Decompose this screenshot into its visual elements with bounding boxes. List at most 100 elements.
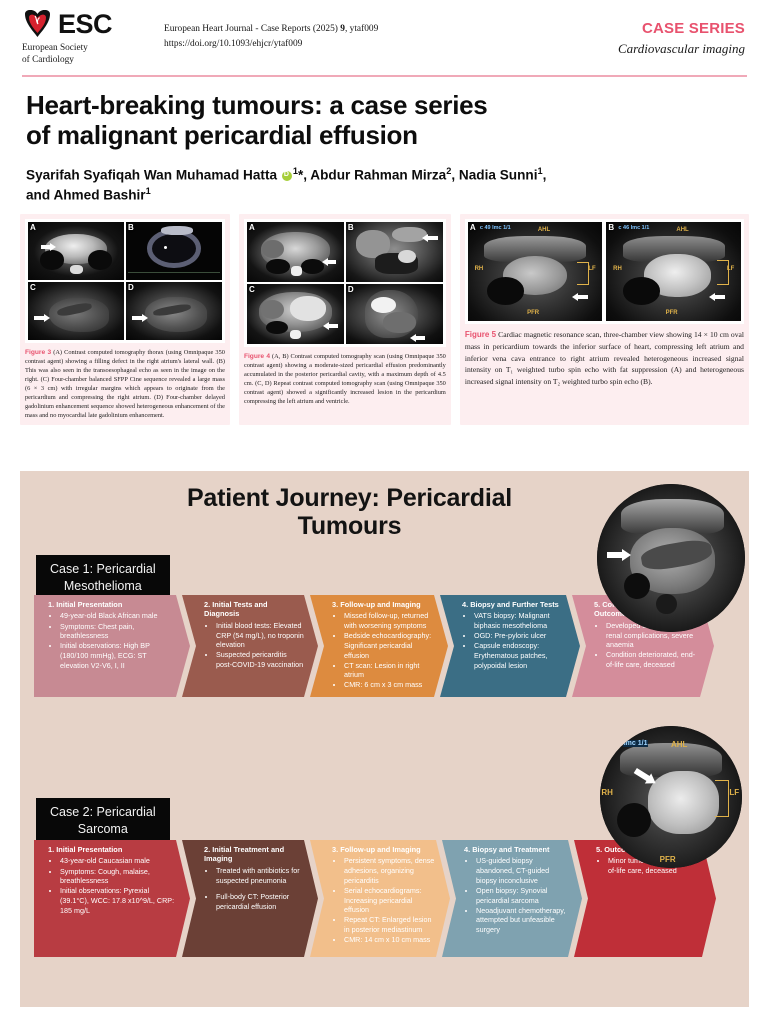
case-1-step-3[interactable]: 3. Follow-up and Imaging Missed follow-u… [310,595,448,697]
case-1-step-1[interactable]: 1. Initial Presentation 49-year-old Blac… [34,595,190,697]
step-bullet: Missed follow-up, returned with worsenin… [344,611,434,630]
series-annotation-b: c 46 Imc 1/1 [618,225,650,232]
scan-cmr-t1-a: A c 49 Imc 1/1 AHL RH LF PFR [467,222,603,322]
case-2-step-1[interactable]: 1. Initial Presentation 43-year-old Cauc… [34,840,190,957]
page-title: Heart-breaking tumours: a case series of… [26,90,743,151]
journal-volume: 9 [340,24,345,34]
figure-4-caption-text: (A, B) Contrast computed tomography scan… [243,353,446,406]
journal-ref-prefix: European Heart Journal - Case Reports (2… [164,24,341,34]
infographic-title: Patient Journey: Pericardial Tumours [20,471,749,540]
step-bullet: CT scan: Lesion in right atrium [344,661,434,680]
step-bullet: Suspected pericarditis post-COVID-19 vac… [216,650,304,669]
step-bullet: Open biopsy: Synovial pericardial sarcom… [476,886,568,905]
journal-reference: European Heart Journal - Case Reports (2… [150,10,532,51]
rh-label: RH [601,788,613,798]
figure-row: A B C [0,204,769,426]
step-title: 1. Initial Presentation [48,845,123,854]
step-bullet: OGD: Pre-pyloric ulcer [474,631,566,641]
pfr-label: PFR [659,854,676,864]
panel-label-a: A [248,223,255,233]
case-2-tag-line-1: Case 2: Pericardial [50,805,156,819]
panel-label-b: B [127,223,134,233]
step-bullet: Serial echocardiograms: Increasing peric… [344,886,436,915]
step-title: 4. Biopsy and Further Tests [462,600,559,609]
figure-5-card: A c 49 Imc 1/1 AHL RH LF PFR B [459,214,749,426]
step-title: 3. Follow-up and Imaging [332,845,421,854]
case-2-tag: Case 2: Pericardial Sarcoma [36,798,181,845]
figure-5-caption: Figure 5 Cardiac magnetic resonance scan… [465,329,744,387]
step-title: 4. Biopsy and Treatment [464,845,550,854]
article-type-label: CASE SERIES [641,20,745,37]
step-bullet: Full-body CT: Posterior pericardial effu… [216,892,304,911]
step-bullet: Initial blood tests: Elevated CRP (54 mg… [216,621,304,650]
step-title: 2. Initial Treatment and Imaging [204,845,285,864]
step-bullet: Initial observations: Pyrexial (39.1°C),… [60,886,176,915]
figure-4-card: A B [238,214,451,426]
case-2-step-3[interactable]: 3. Follow-up and Imaging Persistent symp… [310,840,450,957]
author-list: Syarifah Syafiqah Wan Muhamad Hatta 1*, … [26,165,743,204]
rh-label: RH [613,265,622,272]
pfr-label: PFR [527,310,540,317]
scan-ct-thorax-a: A [28,222,124,281]
journal-ref-suffix: , ytaf009 [344,24,379,34]
case-1-step-2[interactable]: 2. Initial Tests and Diagnosis Initial b… [182,595,318,697]
case-1-tag: Case 1: Pericardial Mesothelioma [36,555,191,602]
series-annotation: Imc 1/1 [622,740,649,748]
masthead: ESC European Society of Cardiology Europ… [0,0,769,66]
panel-label-b: B [608,223,615,233]
scan-echo-b: B [125,222,222,281]
title-line-2: of malignant pericardial effusion [26,120,418,151]
step-bullet: Persistent symptoms, dense adhesions, or… [344,856,436,885]
step-title: 2. Initial Tests and Diagnosis [204,600,268,619]
orcid-icon[interactable] [281,170,292,181]
section-label: Cardiovascular imaging [618,41,745,56]
case-2-step-4[interactable]: 4. Biopsy and Treatment US-guided biopsy… [442,840,582,957]
case-1-step-4[interactable]: 4. Biopsy and Further Tests VATS biopsy:… [440,595,580,697]
infographic-title-line-1: Patient Journey: Pericardial [186,484,513,512]
author-4-affil: 1 [145,185,151,196]
panel-label-c: C [248,285,255,295]
figure-3-images: A B C [25,219,225,344]
step-bullet: CMR: 6 cm x 3 cm mass [344,680,434,690]
figure-4-caption: Figure 4 (A, B) Contrast computed tomogr… [244,352,446,406]
scan-cmr-d: D [125,282,222,341]
figure-4-images: A B [243,219,446,348]
figure-3-caption: Figure 3 (A) Contrast computed tomograph… [25,348,225,420]
step-bullet: Initial observations: High BP (180/100 m… [60,641,176,670]
corresponding-marker: *, [297,167,311,183]
author-2-affil: 2 [446,166,452,177]
ahl-label: AHL [676,226,689,233]
title-block: Heart-breaking tumours: a case series of… [0,77,769,204]
author-3-affil: 1 [537,166,543,177]
case-2-step-2[interactable]: 2. Initial Treatment and Imaging Treated… [182,840,318,957]
doi-link[interactable]: https://doi.org/10.1093/ehjcr/ytaf009 [164,38,303,49]
step-bullet: CMR: 14 cm x 10 cm mass [344,935,436,945]
author-1-affil: 1 [292,166,298,177]
panel-label-c: C [30,283,36,293]
figure-4-label: Figure 4 [243,353,270,361]
esc-logo: ESC European Society of Cardiology [22,10,150,66]
case-1-flow: 1. Initial Presentation 49-year-old Blac… [34,595,734,697]
step-bullet: VATS biopsy: Malignant biphasic mesothel… [474,611,566,630]
infographic-title-line-2: Tumours [297,511,402,540]
step-bullet: 49-year-old Black African male [60,611,176,621]
figure-5-images: A c 49 Imc 1/1 AHL RH LF PFR B [464,219,744,325]
scan-cmr-t2-b: B c 46 Imc 1/1 AHL RH LF PFR [606,222,741,322]
article-type-corner: CASE SERIES Cardiovascular imaging [532,10,747,57]
series-annotation-a: c 49 Imc 1/1 [479,225,511,232]
panel-label-d: D [127,283,134,293]
scan-cmr-c: C [28,282,124,341]
step-title: 1. Initial Presentation [48,600,123,609]
lf-label: LF [726,265,735,272]
figure-3-card: A B C [20,214,230,426]
infographic-mri-image-case-1 [597,484,745,632]
step-bullet-spacer [216,886,304,892]
figure-3-label: Figure 3 [25,349,52,357]
scan-ct-d: D [345,284,443,345]
step-title: 3. Follow-up and Imaging [332,600,421,609]
case-2-tag-line-2: Sarcoma [77,821,128,836]
scan-ct-c: C [246,284,344,345]
esc-abbrev: ESC [58,9,113,39]
figure-5-label: Figure 5 [464,330,497,340]
